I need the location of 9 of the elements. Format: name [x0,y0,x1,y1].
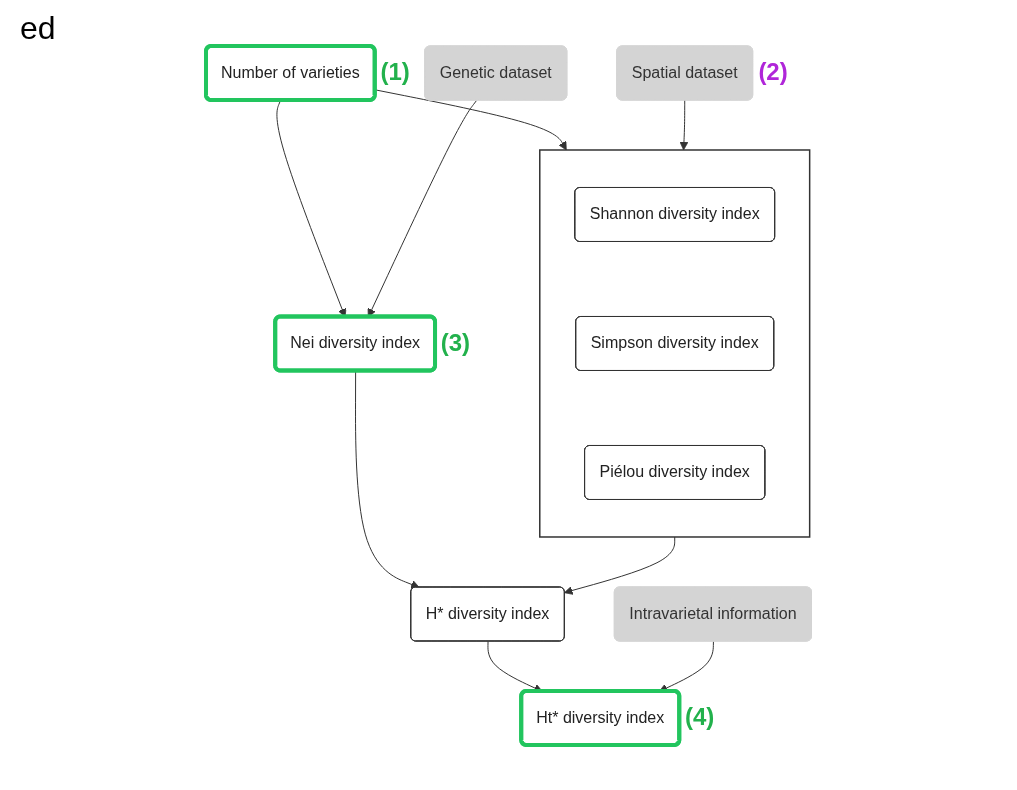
arrow [354,370,420,589]
arrow [563,536,675,595]
step-number: (2) [758,58,788,87]
step-number: (4) [685,703,715,732]
note-text: ed [20,10,56,47]
step-number: (1) [380,58,410,87]
arrow [679,99,689,150]
cluster [538,148,811,538]
step-number: (3) [440,329,471,357]
